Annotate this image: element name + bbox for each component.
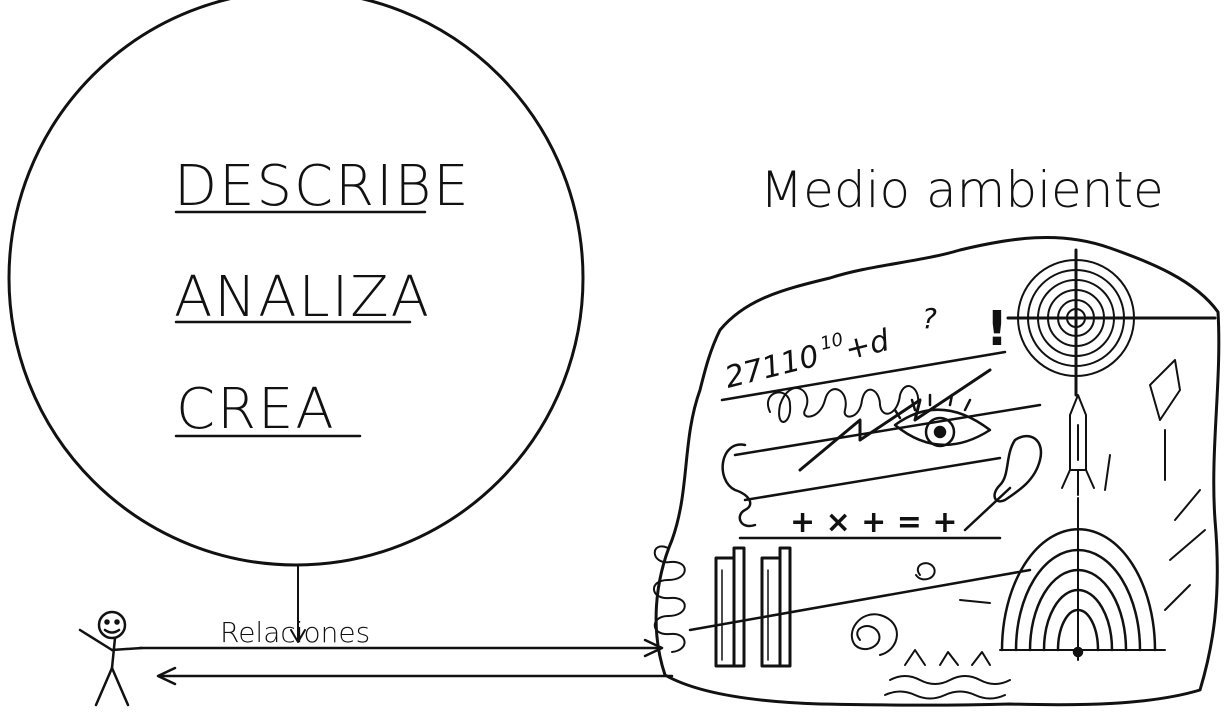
- lightning-scribble: [798, 368, 992, 472]
- candle-icon: [1149, 359, 1181, 481]
- scribble-question: ?: [922, 302, 937, 335]
- small-spiral-1: [850, 613, 898, 656]
- environment-blob: [654, 236, 1221, 707]
- small-spiral-2: [915, 562, 936, 581]
- blob-divider-lines: [688, 350, 1042, 632]
- exclamation-mark: !: [986, 301, 1008, 357]
- target-icon: [1006, 248, 1217, 397]
- word-analiza: ANALIZA: [174, 265, 431, 330]
- back-arrowhead: [156, 666, 177, 686]
- scribble-equation: + × + = +: [790, 505, 957, 540]
- eye-icon: [893, 393, 992, 448]
- dome-rings-icon: [999, 497, 1166, 661]
- connector-arrowhead: [290, 629, 306, 643]
- forward-arrowhead: [643, 638, 664, 658]
- scribble-formula: +d: [841, 323, 893, 368]
- spring-icon: [653, 545, 686, 653]
- thinking-circle: [7, 0, 585, 567]
- relation-label: Relaciones: [220, 616, 370, 649]
- pillars-icon: [714, 546, 792, 668]
- rocket-icon: [1061, 394, 1095, 496]
- loops-scribble: [767, 385, 920, 423]
- boats-waves-icon: [884, 649, 1011, 700]
- edge-strokes: [959, 454, 1206, 611]
- environment-title: Medio ambiente: [760, 161, 1164, 219]
- word-describe: DESCRIBE: [174, 154, 471, 219]
- scribble-numbers: 27110: [721, 339, 822, 396]
- ear-icon: [721, 443, 757, 528]
- hand-icon: [963, 434, 1043, 532]
- word-crea: CREA: [176, 377, 336, 442]
- person-figure: [78, 610, 144, 707]
